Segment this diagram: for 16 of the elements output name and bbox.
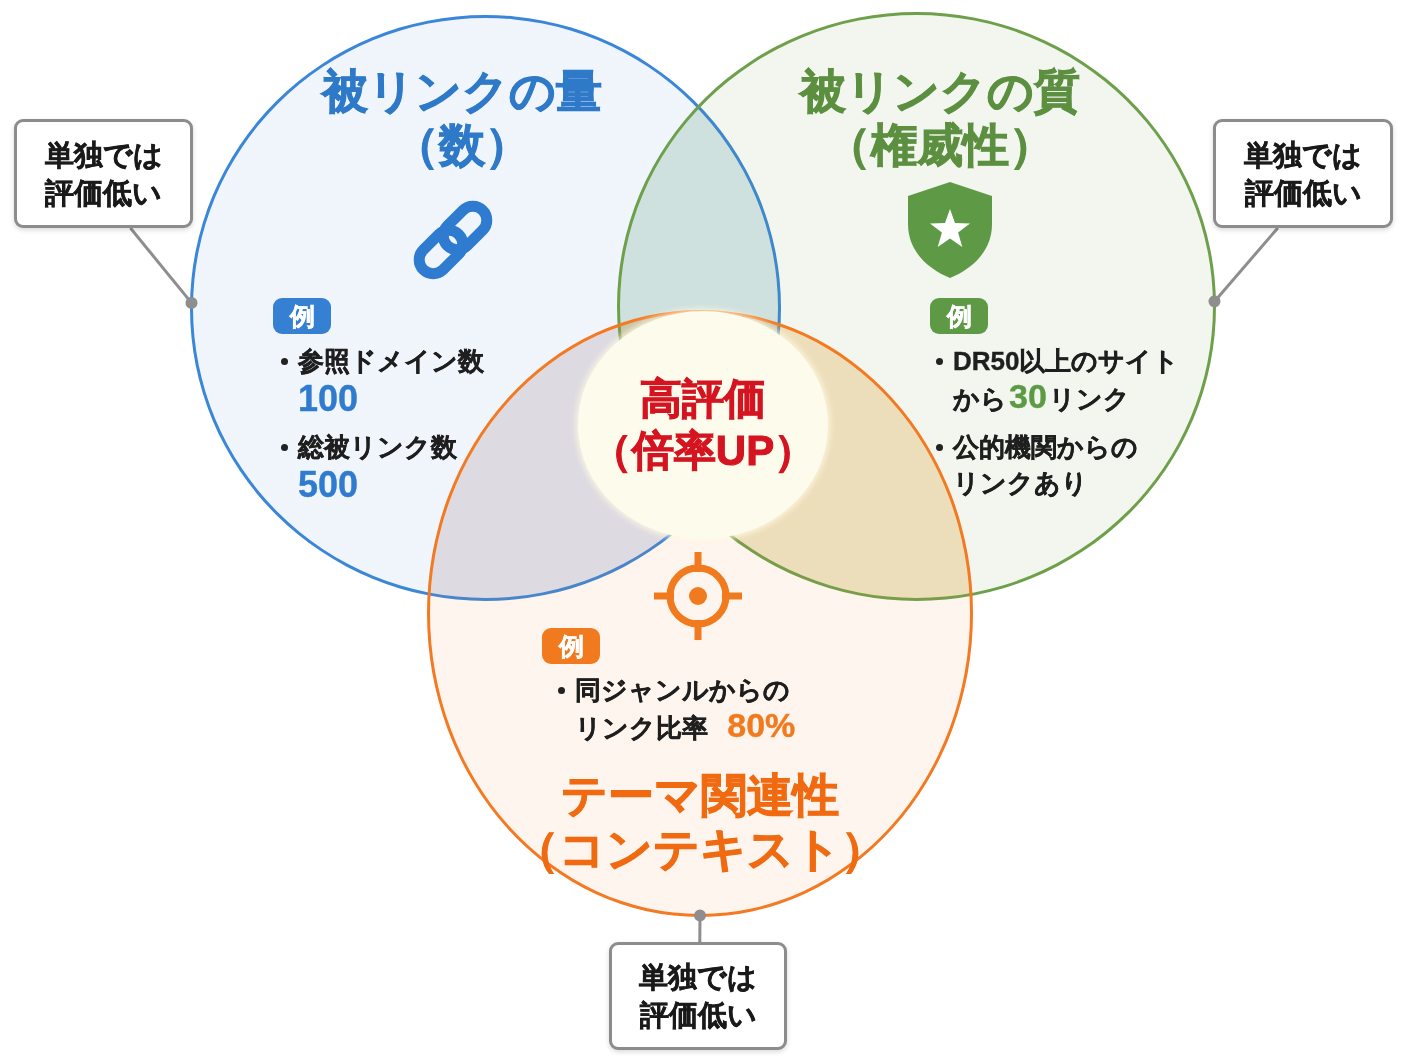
circle-title: テーマ関連性（コンテキスト） [512,768,888,876]
callout-box: 単独では評価低い [1213,119,1393,228]
leader-line [1208,227,1279,308]
leader-line [694,909,706,942]
bullet-text: 総被リンク数500 [298,431,458,505]
bullet-text: 公的機関からのリンクあり [953,431,1139,500]
example-badge: 例 [930,298,988,334]
bullet-text: 参照ドメイン数100 [298,345,485,419]
callout-box: 単独では評価低い [14,119,193,228]
circle-title: 被リンクの量（数） [320,64,603,172]
callout-box: 単独では評価低い [609,942,787,1050]
bullet-text: 同ジャンルからのリンク比率 80% [575,674,797,746]
example-badge: 例 [273,298,331,334]
example-badge: 例 [542,628,600,664]
circle-title: 被リンクの質（権威性） [798,64,1081,172]
leader-line [129,227,198,309]
